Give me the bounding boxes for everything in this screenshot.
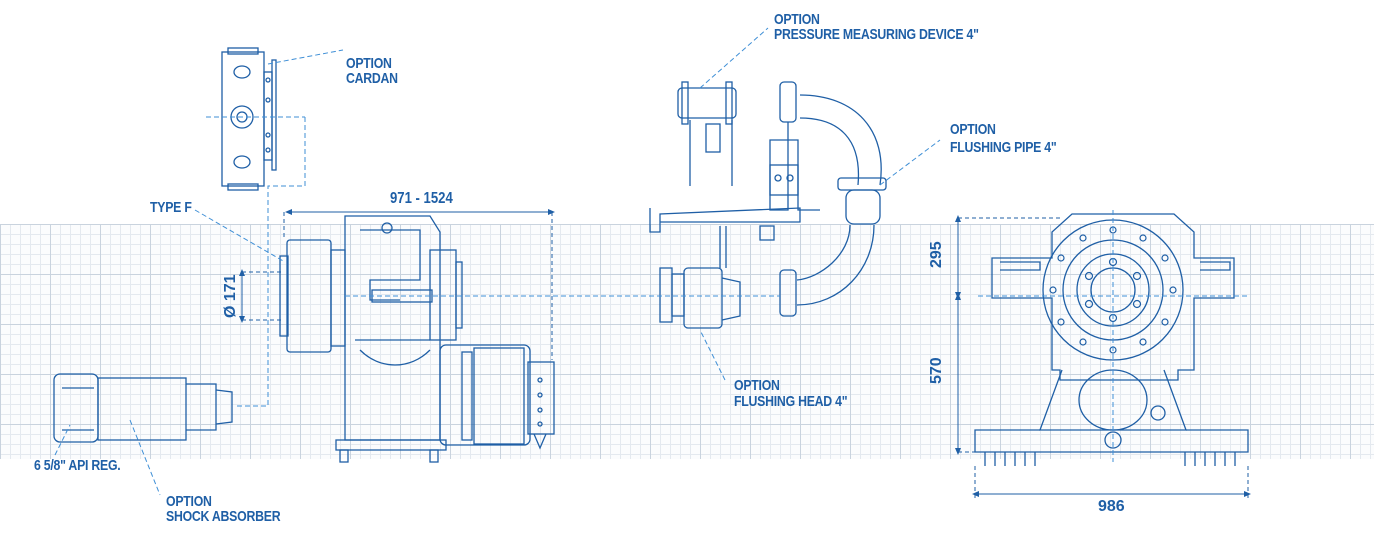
shock-absorber-drawing <box>53 373 233 443</box>
api-reg-label: 6 5/8" API REG. <box>34 457 121 474</box>
top-drive-side-view <box>279 215 555 463</box>
length-dimension: 971 - 1524 <box>390 190 453 207</box>
flushing-head-drawing <box>659 226 741 329</box>
bolt-circle <box>1049 226 1177 354</box>
dimension-lines <box>239 209 1251 500</box>
flushing-pipe-option-label: OPTION <box>950 121 996 138</box>
flushing-head-option-label: OPTION <box>734 377 780 394</box>
flushing-pipe-drawing <box>649 81 887 317</box>
pressure-device-name-label: PRESSURE MEASURING DEVICE 4" <box>774 26 979 43</box>
cardan-name-label: CARDAN <box>346 70 398 87</box>
diameter-dimension: Ø 171 <box>222 274 239 318</box>
cardan-option-label: OPTION <box>346 55 392 72</box>
shock-absorber-name-label: SHOCK ABSORBER <box>166 508 281 525</box>
pressure-device-option-label: OPTION <box>774 11 820 28</box>
shock-absorber-option-label: OPTION <box>166 493 212 510</box>
height-upper-dimension: 295 <box>928 241 945 268</box>
grid-background <box>0 224 1374 459</box>
flushing-pipe-name-label: FLUSHING PIPE 4" <box>950 139 1057 156</box>
width-dimension: 986 <box>1098 498 1125 515</box>
top-drive-front-view <box>974 213 1249 466</box>
type-f-label: TYPE F <box>150 199 192 216</box>
flushing-head-name-label: FLUSHING HEAD 4" <box>734 393 848 410</box>
leader-lines <box>54 27 1250 496</box>
height-lower-dimension: 570 <box>928 357 945 384</box>
cardan-drawing <box>221 47 277 191</box>
